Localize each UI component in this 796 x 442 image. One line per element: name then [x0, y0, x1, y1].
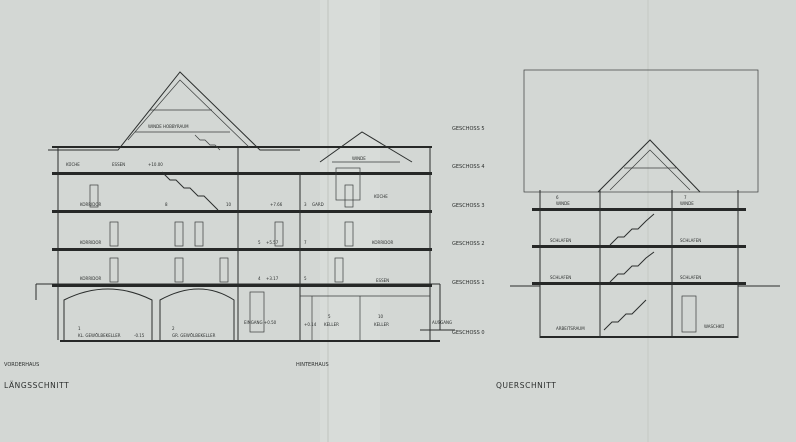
label-dining-f1: ESSEN: [376, 278, 389, 283]
label-elev-f3: +7.66: [270, 202, 283, 207]
label-cross-attic2-no: 7: [684, 195, 687, 200]
label-cellar1: KL. GEWÖLBEKELLER: [78, 333, 121, 338]
cross-stair-f2: [609, 213, 655, 246]
slab-floor1: [52, 284, 432, 287]
doors: [89, 184, 354, 333]
label-elev-rear: +0.14: [304, 322, 317, 327]
label-elev-f2: +5.57: [266, 240, 279, 245]
label-roof-room: WINDE HOBBYRAUM: [148, 124, 189, 129]
label-cross-ground-left: ARBEITSRAUM: [556, 326, 585, 331]
label-rear-attic: WINDE: [352, 156, 366, 161]
label-cross-f2-right: SCHLAFEN: [680, 238, 701, 243]
level-1: GESCHOSS 1: [452, 280, 485, 286]
cross-slab-basement: [540, 336, 738, 338]
level-4: GESCHOSS 4: [452, 164, 485, 170]
cross-roof: [597, 139, 701, 193]
label-cellar2-no: 2: [172, 326, 175, 331]
label-cross-attic-no: 6: [556, 195, 559, 200]
front-roof: [48, 71, 300, 151]
cross-slab-f3: [532, 208, 746, 211]
label-no-f1a: 4: [258, 276, 261, 281]
label-elev-f1: +3.17: [266, 276, 279, 281]
label-cellar3-no: 5: [328, 314, 331, 319]
label-corridor-f2: KORRIDOR: [80, 240, 102, 245]
vault-large-cellar: [159, 288, 235, 340]
label-cross-attic2: WINDE: [680, 201, 694, 206]
label-exit: AUSGANG: [432, 320, 452, 325]
label-garage: GARD: [312, 202, 324, 207]
slab-floor4: [52, 172, 432, 175]
label-no-f2b: 7: [304, 240, 307, 245]
level-labels: GESCHOSS 5 GESCHOSS 4 GESCHOSS 3 GESCHOS…: [452, 126, 485, 336]
level-3: GESCHOSS 3: [452, 203, 485, 209]
vault-small-cellar: [63, 288, 153, 340]
slab-basement: [60, 340, 440, 342]
label-cross-attic: WINDE: [556, 201, 570, 206]
caption-front-house: VORDERHAUS: [4, 362, 39, 368]
label-no-f3a: 8: [165, 202, 168, 207]
label-elev-f4: +10.00: [148, 162, 163, 167]
cross-slab-f1: [532, 282, 746, 285]
label-no-f1b: 5: [304, 276, 307, 281]
label-kitchen-f4: KÜCHE: [66, 162, 80, 167]
cross-door: [681, 295, 697, 333]
slab-attic: [52, 146, 432, 148]
level-5: GESCHOSS 5: [452, 126, 485, 132]
label-cellar4: KELLER: [374, 322, 389, 327]
label-cross-ground-right: WASCHKÜ: [704, 324, 724, 329]
cross-stair-f1: [609, 251, 655, 283]
level-2: GESCHOSS 2: [452, 241, 485, 247]
front-roof-inner: [127, 79, 251, 149]
cross-outline-box: [523, 69, 759, 193]
level-0: GESCHOSS 0: [452, 330, 485, 336]
cross-roof-inner: [609, 149, 691, 191]
label-cellar2: GR. GEWÖLBEKELLER: [172, 333, 216, 338]
label-no-f3b: 10: [226, 202, 232, 207]
slab-floor3: [52, 210, 432, 213]
caption-rear-house: HINTERHAUS: [296, 362, 329, 368]
label-cellar4-no: 10: [378, 314, 384, 319]
label-no-f3c: 3: [304, 202, 307, 207]
label-cellar3: KELLER: [324, 322, 339, 327]
label-corridor-f2b: KORRIDOR: [372, 240, 394, 245]
label-dining-f4: ESSEN: [112, 162, 125, 167]
rear-window: [335, 167, 361, 201]
paper-fold-highlight: [320, 0, 380, 442]
label-cross-f1-right: SCHLAFEN: [680, 275, 701, 280]
heading-long-section: LÄNGSSCHNITT: [4, 381, 69, 390]
cross-stair-ground: [603, 299, 647, 331]
label-no-f2a: 5: [258, 240, 261, 245]
slab-floor2: [52, 248, 432, 251]
attic-stair: [194, 134, 221, 151]
label-cellar1-elev: -0.15: [134, 333, 145, 338]
cross-section: 6 WINDE 7 WINDE SCHLAFEN SCHLAFEN SCHLAF…: [510, 69, 780, 338]
label-entrance: EINGANG +0.50: [244, 320, 277, 325]
label-corridor-f3: KORRIDOR: [80, 202, 102, 207]
heading-cross-section: QUERSCHNITT: [496, 381, 556, 390]
label-cellar1-no: 1: [78, 326, 81, 331]
cross-slab-f2: [532, 245, 746, 248]
rear-roof: [319, 131, 413, 163]
label-corridor-f1: KORRIDOR: [80, 276, 102, 281]
label-cross-f2-left: SCHLAFEN: [550, 238, 571, 243]
label-kitchen-f3: KÜCHE: [374, 194, 388, 199]
longitudinal-section: KÜCHE ESSEN +10.00 WINDE HOBBYRAUM WINDE…: [35, 71, 455, 342]
main-stair: [161, 171, 219, 211]
label-cross-f1-left: SCHLAFEN: [550, 275, 571, 280]
